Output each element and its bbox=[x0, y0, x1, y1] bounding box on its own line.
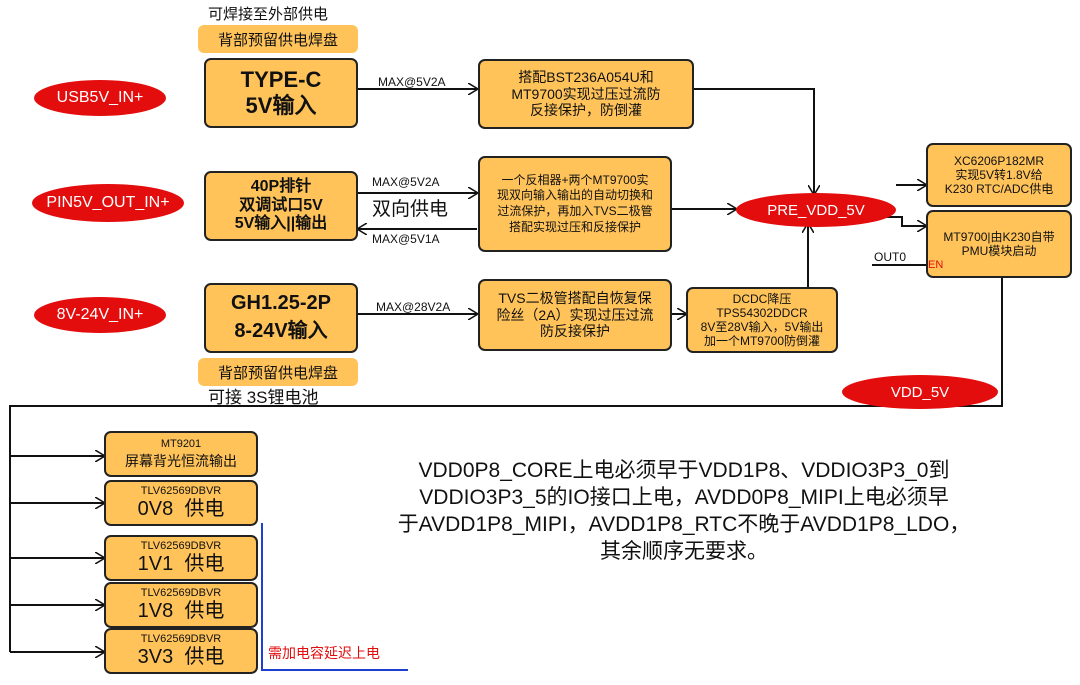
rail-box-1v1: TLV62569DBVR 1V1 供电 bbox=[104, 535, 258, 581]
vdd-5v-node: VDD_5V bbox=[842, 375, 998, 409]
top-solder-note: 可焊接至外部供电 bbox=[208, 6, 329, 23]
rail-part-name: TLV62569DBVR bbox=[140, 539, 222, 552]
en-label: EN bbox=[928, 259, 944, 271]
protection-typec-line2: MT9700实现过压过流防 bbox=[511, 85, 661, 102]
protection-gh-box: TVS二极管搭配自恢复保 险丝（2A）实现过压过流 防反接保护 bbox=[478, 279, 672, 351]
power-sequence-note: VDD0P8_CORE上电必须早于VDD1P8、VDDIO3P3_0到 VDDI… bbox=[322, 458, 1046, 566]
ldo-rtc-line2: 实现5V转1.8V给 bbox=[955, 167, 1043, 182]
dcdc-line3: 8V至28V输入，5V输出 bbox=[700, 320, 824, 334]
rail-part-name: MT9201 bbox=[160, 438, 202, 451]
typec-subtitle: 5V输入 bbox=[245, 93, 317, 118]
mt9700-line2: PMU模块启动 bbox=[961, 244, 1037, 258]
gh-title: GH1.25-2P bbox=[230, 292, 332, 315]
top-solder-pad-label: 背部预留供电焊盘 bbox=[198, 25, 358, 53]
protection-typec-line1: 搭配BST236A054U和 bbox=[518, 69, 654, 86]
rail-box-1v8: TLV62569DBVR 1V8 供电 bbox=[104, 582, 258, 628]
delay-note: 需加电容延迟上电 bbox=[268, 645, 380, 661]
out0-label: OUT0 bbox=[874, 250, 907, 264]
pin-header-line1: 40P排针 bbox=[250, 177, 312, 195]
sequence-line4: 其余顺序无要求。 bbox=[600, 539, 768, 563]
bottom-solder-pad-label: 背部预留供电焊盘 bbox=[198, 358, 358, 386]
protection-gh-line1: TVS二极管搭配自恢复保 bbox=[498, 290, 652, 307]
wire-vdd5v-bus bbox=[9, 278, 1003, 652]
rail-label: 0V8 供电 bbox=[137, 497, 225, 520]
typec-max-label: MAX@5V2A bbox=[378, 75, 446, 89]
protection-pin-box: 一个反相器+两个MT9700实 现双向输入输出的自动切换和 过流保护，再加入TV… bbox=[478, 156, 672, 252]
wire-prevdd-to-mt bbox=[886, 216, 926, 226]
protection-typec-box: 搭配BST236A054U和 MT9700实现过压过流防 反接保护，防倒灌 bbox=[478, 59, 694, 129]
rail-label: 3V3 供电 bbox=[137, 645, 225, 668]
rail-part-name: TLV62569DBVR bbox=[140, 586, 222, 599]
dcdc-line4: 加一个MT9700防倒灌 bbox=[703, 334, 821, 349]
pin-max-in-label: MAX@5V1A bbox=[372, 232, 440, 246]
protection-gh-line2: 险丝（2A）实现过压过流 bbox=[496, 306, 654, 323]
rail-box-0v8: TLV62569DBVR 0V8 供电 bbox=[104, 480, 258, 526]
protection-typec-line3: 反接保护，防倒灌 bbox=[530, 102, 642, 119]
dcdc-box: DCDC降压 TPS54302DDCR 8V至28V输入，5V输出 加一个MT9… bbox=[686, 287, 838, 353]
gh-max-label: MAX@28V2A bbox=[376, 300, 451, 314]
pre-vdd-5v-node: PRE_VDD_5V bbox=[736, 193, 896, 227]
mt9700-line1: MT9700|由K230自带 bbox=[943, 229, 1055, 244]
pin-max-out-label: MAX@5V2A bbox=[372, 175, 440, 189]
protection-gh-line3: 防反接保护 bbox=[540, 323, 610, 340]
battery-note: 可接 3S锂电池 bbox=[208, 388, 319, 407]
rail-part-name: TLV62569DBVR bbox=[140, 632, 222, 645]
wire-protection1-to-prevdd bbox=[694, 88, 814, 194]
usb-input-label: USB5V_IN+ bbox=[34, 80, 166, 116]
gh-subtitle: 8-24V输入 bbox=[234, 320, 328, 342]
ldo-rtc-line3: K230 RTC/ADC供电 bbox=[944, 182, 1054, 197]
v8-24-input-label: 8V-24V_IN+ bbox=[34, 297, 166, 333]
protection-pin-line2: 现双向输入输出的自动切换和 bbox=[496, 188, 653, 203]
rail-label: 1V8 供电 bbox=[137, 599, 225, 622]
pin-header-line2: 双调试口5V bbox=[239, 196, 323, 214]
pin-header-box: 40P排针 双调试口5V 5V输入||输出 bbox=[204, 171, 358, 241]
protection-pin-line1: 一个反相器+两个MT9700实 bbox=[501, 172, 649, 187]
pin-input-label: PIN5V_OUT_IN+ bbox=[32, 184, 184, 222]
rail-box-backlight: MT9201 屏幕背光恒流输出 bbox=[104, 431, 258, 477]
sequence-line1: VDD0P8_CORE上电必须早于VDD1P8、VDDIO3P3_0到 bbox=[418, 459, 950, 482]
pin-header-line3: 5V输入||输出 bbox=[234, 215, 328, 233]
mt9700-pmu-box: MT9700|由K230自带 PMU模块启动 bbox=[926, 210, 1072, 278]
dcdc-line1: DCDC降压 bbox=[732, 291, 792, 306]
sequence-line2: VDDIO3P3_5的IO接口上电，AVDD0P8_MIPI上电必须早 bbox=[419, 485, 949, 509]
rail-label: 1V1 供电 bbox=[137, 552, 225, 575]
protection-pin-line3: 过流保护，再加入TVS二极管 bbox=[497, 204, 653, 218]
sequence-line3: 于AVDD1P8_MIPI，AVDD1P8_RTC不晚于AVDD1P8_LDO， bbox=[397, 512, 971, 536]
ldo-rtc-line1: XC6206P182MR bbox=[953, 153, 1045, 168]
typec-title: TYPE-C bbox=[240, 67, 322, 92]
rail-box-3v3: TLV62569DBVR 3V3 供电 bbox=[104, 628, 258, 674]
gh-connector-box: GH1.25-2P 8-24V输入 bbox=[204, 283, 358, 353]
ldo-rtc-box: XC6206P182MR 实现5V转1.8V给 K230 RTC/ADC供电 bbox=[926, 143, 1072, 207]
rail-label: 屏幕背光恒流输出 bbox=[125, 453, 237, 470]
bidirectional-label: 双向供电 bbox=[372, 199, 449, 220]
rail-part-name: TLV62569DBVR bbox=[140, 484, 222, 497]
dcdc-line2: TPS54302DDCR bbox=[716, 305, 808, 320]
typec-input-box: TYPE-C 5V输入 bbox=[204, 58, 358, 128]
protection-pin-line4: 搭配实现过压和反接保护 bbox=[508, 219, 641, 234]
